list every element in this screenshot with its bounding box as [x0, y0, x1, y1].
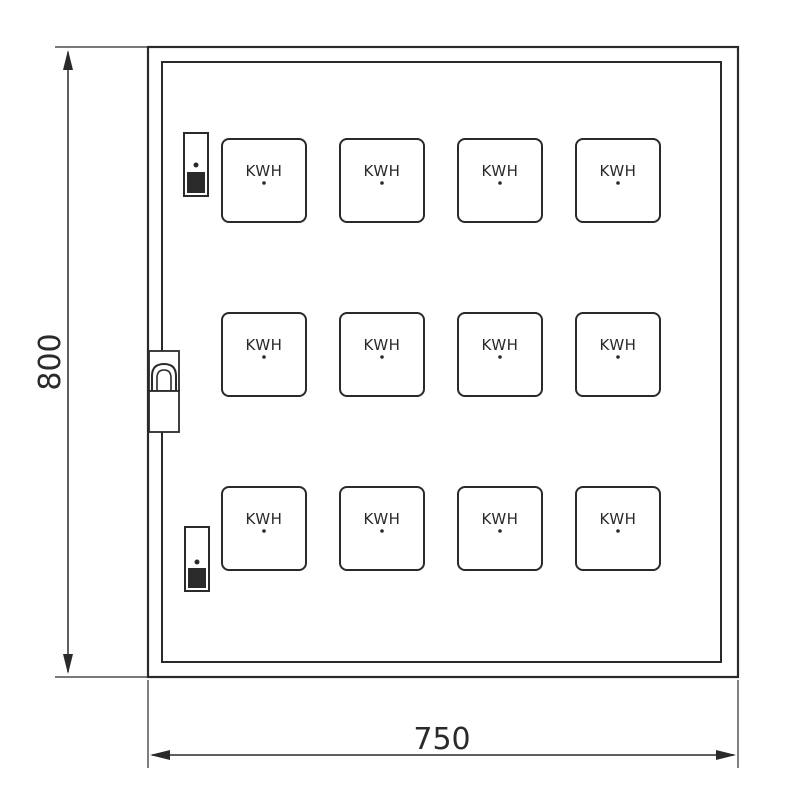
- width-arrow-right: [716, 750, 736, 760]
- meter-indicator-dot: [262, 181, 266, 185]
- meter-indicator-dot: [616, 181, 620, 185]
- meter-label: KWH: [600, 336, 637, 354]
- meter-label: KWH: [600, 510, 637, 528]
- height-arrow-bottom: [63, 654, 73, 674]
- meter-window-frame: [339, 312, 425, 397]
- cabinet-outer-frame: [146, 45, 740, 679]
- lock-handle: [148, 350, 180, 433]
- meter-window: KWH: [221, 138, 307, 223]
- meter-label: KWH: [364, 336, 401, 354]
- meter-window: KWH: [339, 138, 425, 223]
- meter-window-frame: [339, 138, 425, 223]
- meter-window-frame: [575, 312, 661, 397]
- meter-indicator-dot: [380, 181, 384, 185]
- lock-body: [148, 390, 180, 433]
- lock-shackle: [151, 362, 177, 391]
- width-dimension: 750: [147, 680, 739, 768]
- hinge-top: [183, 132, 209, 197]
- meter-window-frame: [575, 486, 661, 571]
- meter-indicator-dot: [498, 181, 502, 185]
- meter-window: KWH: [457, 312, 543, 397]
- meter-window: KWH: [457, 486, 543, 571]
- meter-label: KWH: [482, 336, 519, 354]
- meter-window-frame: [457, 138, 543, 223]
- meter-window: KWH: [457, 138, 543, 223]
- meter-window-frame: [221, 138, 307, 223]
- meter-indicator-dot: [498, 355, 502, 359]
- meter-indicator-dot: [262, 529, 266, 533]
- lock-shackle-inner: [156, 369, 172, 391]
- meter-window-frame: [457, 312, 543, 397]
- meter-window: KWH: [339, 312, 425, 397]
- meter-window-frame: [575, 138, 661, 223]
- meter-window-frame: [221, 312, 307, 397]
- meter-window: KWH: [575, 312, 661, 397]
- meter-label: KWH: [364, 510, 401, 528]
- meter-indicator-dot: [498, 529, 502, 533]
- meter-label: KWH: [246, 162, 283, 180]
- meter-indicator-dot: [616, 529, 620, 533]
- meter-window: KWH: [339, 486, 425, 571]
- meter-label: KWH: [364, 162, 401, 180]
- meter-window-frame: [457, 486, 543, 571]
- meter-label: KWH: [482, 510, 519, 528]
- meter-window: KWH: [221, 486, 307, 571]
- meter-label: KWH: [482, 162, 519, 180]
- meter-window: KWH: [575, 486, 661, 571]
- meter-label: KWH: [600, 162, 637, 180]
- meter-window-frame: [221, 486, 307, 571]
- meter-indicator-dot: [380, 355, 384, 359]
- meter-label: KWH: [246, 510, 283, 528]
- meter-grid: KWH KWH KWH KWH KWH KWH KWH KWH KWH KWH KWH KWH: [221, 138, 661, 571]
- hinge-top-pin: [193, 162, 199, 168]
- hinge-bottom: [184, 526, 210, 592]
- height-label: 800: [33, 333, 68, 390]
- width-label: 750: [413, 722, 470, 757]
- hinge-bottom-pin: [194, 559, 200, 565]
- meter-indicator-dot: [380, 529, 384, 533]
- meter-window-frame: [339, 486, 425, 571]
- height-arrow-top: [63, 50, 73, 70]
- meter-window: KWH: [221, 312, 307, 397]
- meter-label: KWH: [246, 336, 283, 354]
- meter-window: KWH: [575, 138, 661, 223]
- hinge-bottom-fill: [188, 568, 206, 588]
- meter-indicator-dot: [262, 355, 266, 359]
- meter-indicator-dot: [616, 355, 620, 359]
- height-dimension: 800: [33, 46, 148, 678]
- hinge-top-fill: [187, 172, 205, 193]
- width-arrow-left: [150, 750, 170, 760]
